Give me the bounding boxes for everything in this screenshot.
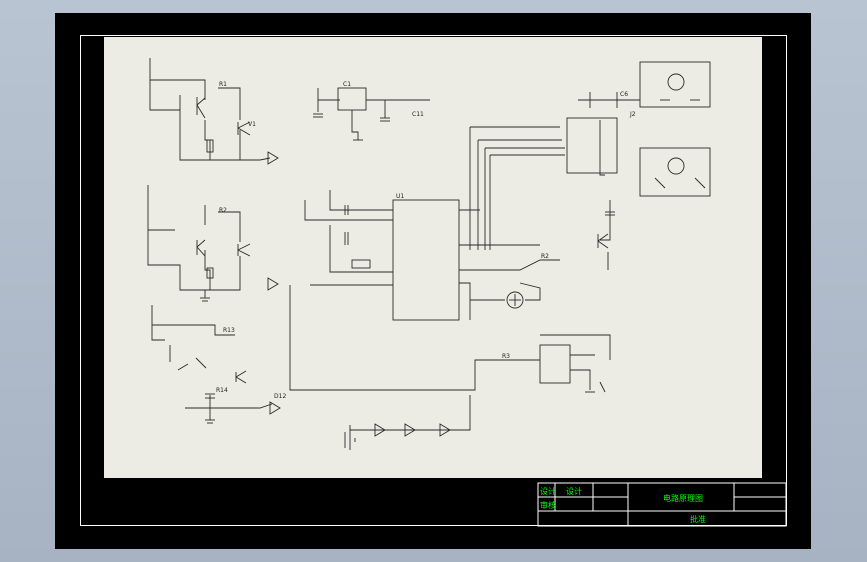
label-v1: V1	[248, 121, 256, 128]
label-r2: R2	[541, 253, 549, 260]
label-r13: R13	[223, 327, 235, 334]
regulator-block	[313, 87, 430, 141]
label-c6: C6	[620, 91, 628, 98]
label-u1: U1	[396, 193, 404, 200]
ic-8pin	[510, 334, 611, 393]
label-r14: R14	[216, 387, 228, 394]
led-chain	[344, 395, 471, 450]
wire-j2-down	[599, 120, 605, 176]
label-r-top: R1	[219, 81, 227, 88]
data-bus	[469, 126, 565, 250]
label-j2: J2	[629, 111, 636, 118]
switch-stage	[151, 305, 273, 424]
fan-symbol	[470, 282, 541, 309]
label-r3: R3	[502, 353, 510, 360]
label-c11: C11	[412, 111, 424, 118]
motor-driver-top	[639, 61, 711, 108]
j2-connector	[566, 92, 640, 174]
microcontroller-u1	[304, 190, 560, 321]
diode-symbol-mid	[267, 277, 279, 291]
transistor-stage-top	[149, 58, 271, 161]
schematic-sheet	[104, 37, 762, 478]
diode-symbol-low	[269, 401, 281, 415]
motor-driver-right	[639, 147, 711, 197]
label-r-mid: R2	[219, 207, 227, 214]
label-d12: D12	[274, 393, 286, 400]
drawing-border	[80, 35, 787, 526]
diode-symbol-top	[267, 151, 279, 165]
label-c1: C1	[343, 81, 351, 88]
transistor-stage-mid	[147, 185, 251, 302]
bus-left	[289, 285, 510, 391]
buzzer-stage	[597, 200, 615, 270]
